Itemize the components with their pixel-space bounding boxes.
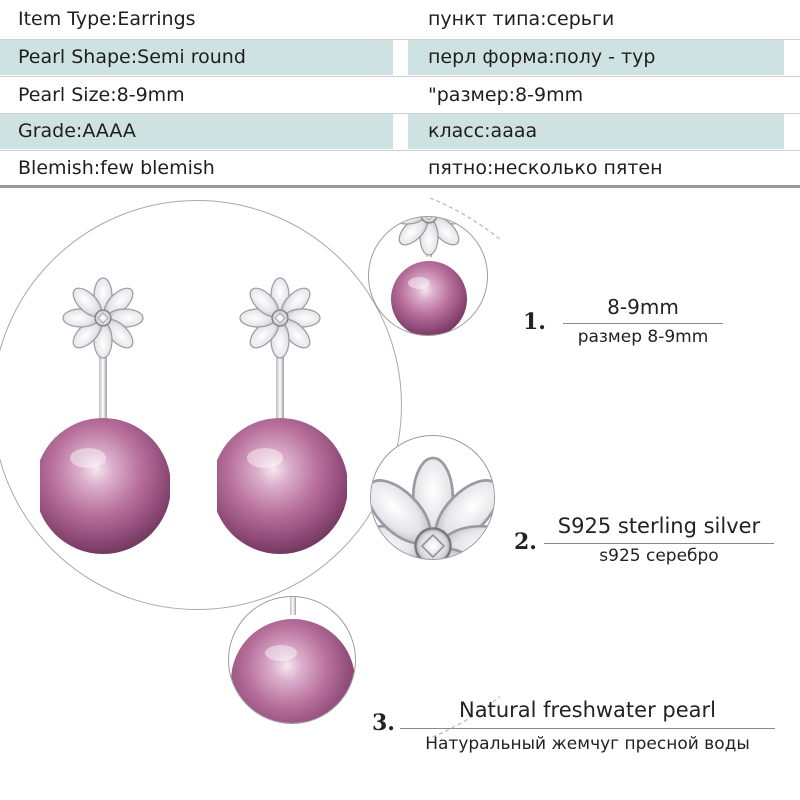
spec-label-en: Blemish:few blemish bbox=[18, 157, 215, 179]
feature-3-label-en: Natural freshwater pearl bbox=[459, 698, 716, 722]
feature-3-label-ru: Натуральный жемчуг пресной воды bbox=[425, 734, 750, 754]
feature-3-number: 3. bbox=[372, 710, 395, 736]
feature-2-divider bbox=[544, 543, 774, 544]
spec-row: Item Type:Earrings пункт типа:серьги bbox=[0, 2, 800, 39]
spec-label-en: Grade:AAAA bbox=[0, 114, 393, 149]
feature-3-divider bbox=[400, 728, 775, 729]
feature-1-label-en: 8-9mm bbox=[607, 295, 679, 319]
pearl-size-detail bbox=[388, 217, 470, 335]
spec-row: Pearl Shape:Semi round перл форма:полу -… bbox=[0, 40, 800, 77]
spec-label-ru: перл форма:полу - тур bbox=[408, 40, 784, 75]
feature-2-label-en: S925 sterling silver bbox=[557, 514, 761, 538]
spec-label-ru: пункт типа:серьги bbox=[428, 8, 615, 30]
freshwater-pearl-detail bbox=[231, 597, 355, 723]
feature-2-label-ru: s925 серебро bbox=[599, 546, 719, 566]
spec-label-en: Item Type:Earrings bbox=[18, 8, 196, 30]
spec-label-en: Pearl Shape:Semi round bbox=[0, 40, 393, 75]
feature-2-number: 2. bbox=[514, 529, 537, 555]
spec-label-ru: класс:аааа bbox=[408, 114, 784, 149]
spec-row: Grade:AAAA класс:аааа bbox=[0, 114, 800, 151]
spec-label-ru: "размер:8-9mm bbox=[428, 84, 584, 106]
silver-flower-detail bbox=[371, 456, 494, 559]
feature-1-divider bbox=[563, 323, 723, 324]
main-product-circle bbox=[0, 200, 402, 610]
pearl-earring-left bbox=[40, 277, 170, 554]
product-showcase: 1. 8-9mm размер 8-9mm 2. S925 sterling s… bbox=[0, 188, 800, 800]
feature-1-label-ru: размер 8-9mm bbox=[577, 327, 709, 347]
spec-table: Item Type:Earrings пункт типа:серьги Pea… bbox=[0, 0, 800, 188]
pearl-earring-right bbox=[217, 277, 347, 554]
spec-label-ru: пятно:несколько пятен bbox=[428, 157, 663, 179]
detail-pearl-circle bbox=[228, 596, 356, 724]
spec-label-en: Pearl Size:8-9mm bbox=[18, 84, 185, 106]
feature-1-number: 1. bbox=[523, 309, 546, 335]
detail-size-circle bbox=[368, 216, 488, 336]
table-divider bbox=[0, 185, 800, 188]
detail-silver-circle bbox=[370, 435, 495, 560]
spec-row: Pearl Size:8-9mm "размер:8-9mm bbox=[0, 78, 800, 115]
spec-row: Blemish:few blemish пятно:несколько пяте… bbox=[0, 151, 800, 188]
